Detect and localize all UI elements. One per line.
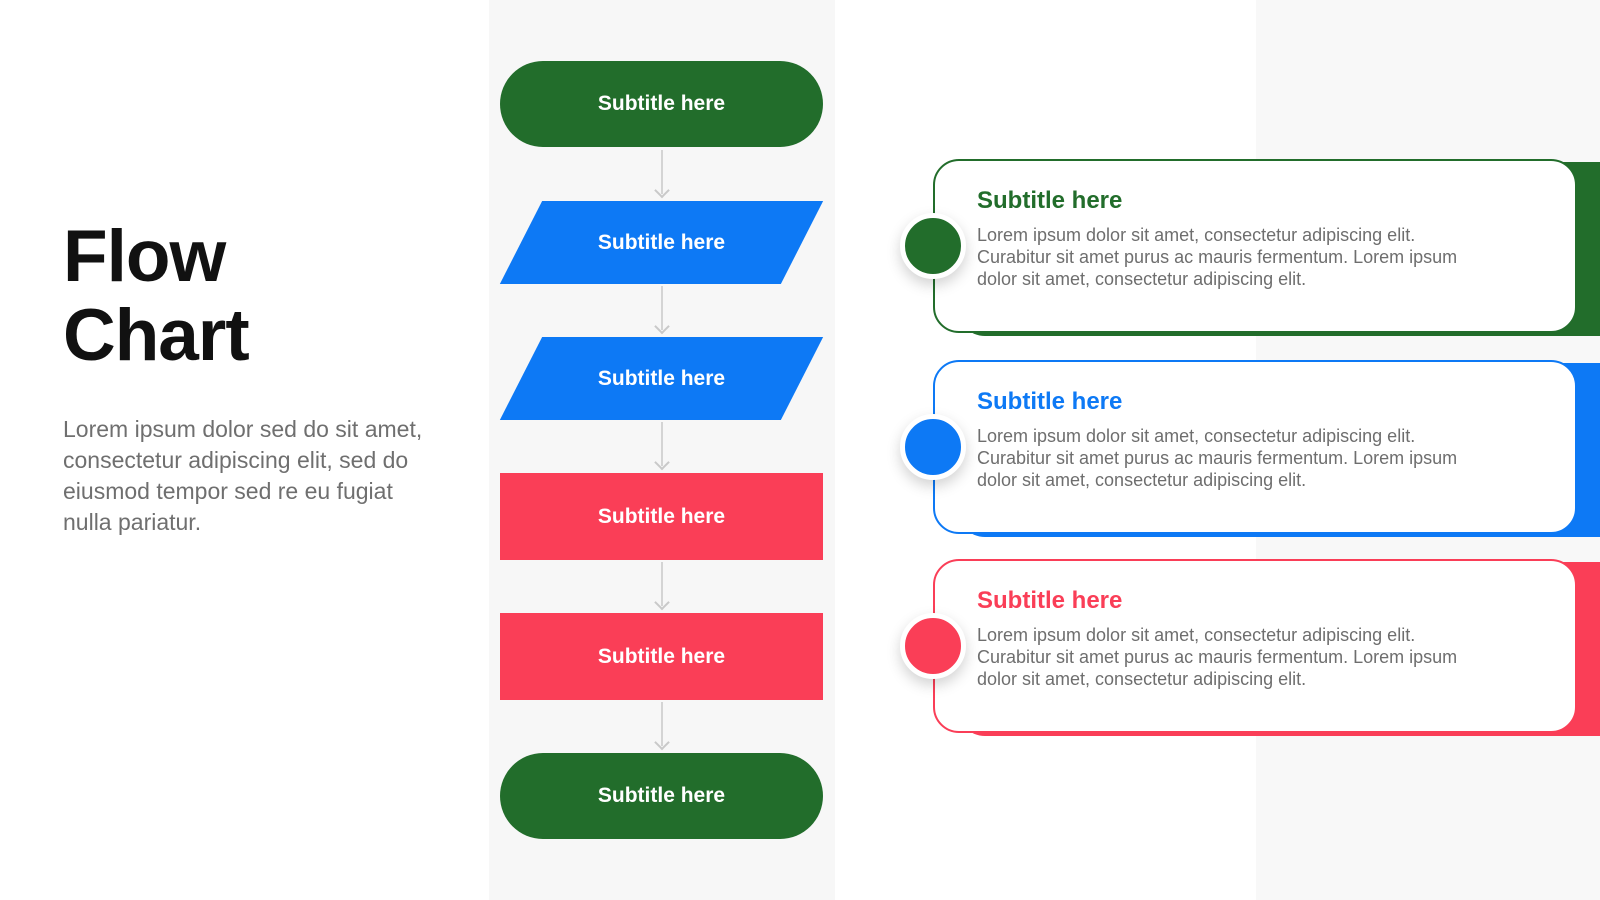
flowchart-node-data-2: Subtitle here — [499, 337, 824, 420]
flowchart-node-process-2: Subtitle here — [500, 613, 823, 700]
card-description: Lorem ipsum dolor sit amet, consectetur … — [977, 625, 1458, 689]
rectangle-shape — [500, 613, 823, 700]
info-card-blue: Subtitle here Lorem ipsum dolor sit amet… — [900, 360, 1600, 537]
card-body: Subtitle here Lorem ipsum dolor sit amet… — [933, 559, 1577, 733]
card-title: Subtitle here — [977, 187, 1123, 214]
info-card-green: Subtitle here Lorem ipsum dolor sit amet… — [900, 159, 1600, 336]
terminator-shape — [500, 61, 823, 147]
rectangle-shape — [500, 473, 823, 560]
node-label: Subtitle here — [597, 644, 726, 668]
card-body: Subtitle here Lorem ipsum dolor sit amet… — [933, 159, 1577, 333]
card-title: Subtitle here — [977, 388, 1123, 415]
intro-description: Lorem ipsum dolor sed do sit amet, conse… — [63, 415, 423, 536]
card-body: Subtitle here Lorem ipsum dolor sit amet… — [933, 360, 1577, 534]
node-label: Subtitle here — [597, 784, 726, 807]
flowchart-node-terminator-end: Subtitle here — [500, 753, 823, 839]
terminator-shape — [500, 753, 823, 839]
card-title: Subtitle here — [977, 587, 1123, 614]
flow-arrow-down-icon — [500, 422, 823, 471]
node-label: Subtitle here — [597, 504, 726, 528]
card-description: Lorem ipsum dolor sit amet, consectetur … — [977, 225, 1458, 289]
card-marker-circle — [900, 613, 966, 679]
info-card-red: Subtitle here Lorem ipsum dolor sit amet… — [900, 559, 1600, 736]
flowchart: Subtitle here Subtitle here Subtitle her… — [499, 0, 824, 900]
card-marker-circle — [900, 414, 966, 480]
flow-arrow-down-icon — [500, 286, 823, 335]
page-title: Flow Chart — [63, 216, 250, 376]
card-marker-circle — [900, 213, 966, 279]
flow-arrow-down-icon — [500, 562, 823, 611]
intro-section: Flow Chart Lorem ipsum dolor sed do sit … — [63, 216, 463, 539]
flowchart-node-process-1: Subtitle here — [500, 473, 823, 560]
card-description: Lorem ipsum dolor sit amet, consectetur … — [977, 426, 1458, 490]
node-label: Subtitle here — [597, 366, 726, 390]
node-label: Subtitle here — [597, 230, 726, 254]
flow-arrow-down-icon — [500, 702, 823, 751]
flow-arrow-down-icon — [500, 150, 823, 199]
flowchart-node-data-1: Subtitle here — [499, 201, 824, 284]
node-label: Subtitle here — [597, 92, 726, 115]
flowchart-node-terminator-start: Subtitle here — [500, 61, 823, 147]
